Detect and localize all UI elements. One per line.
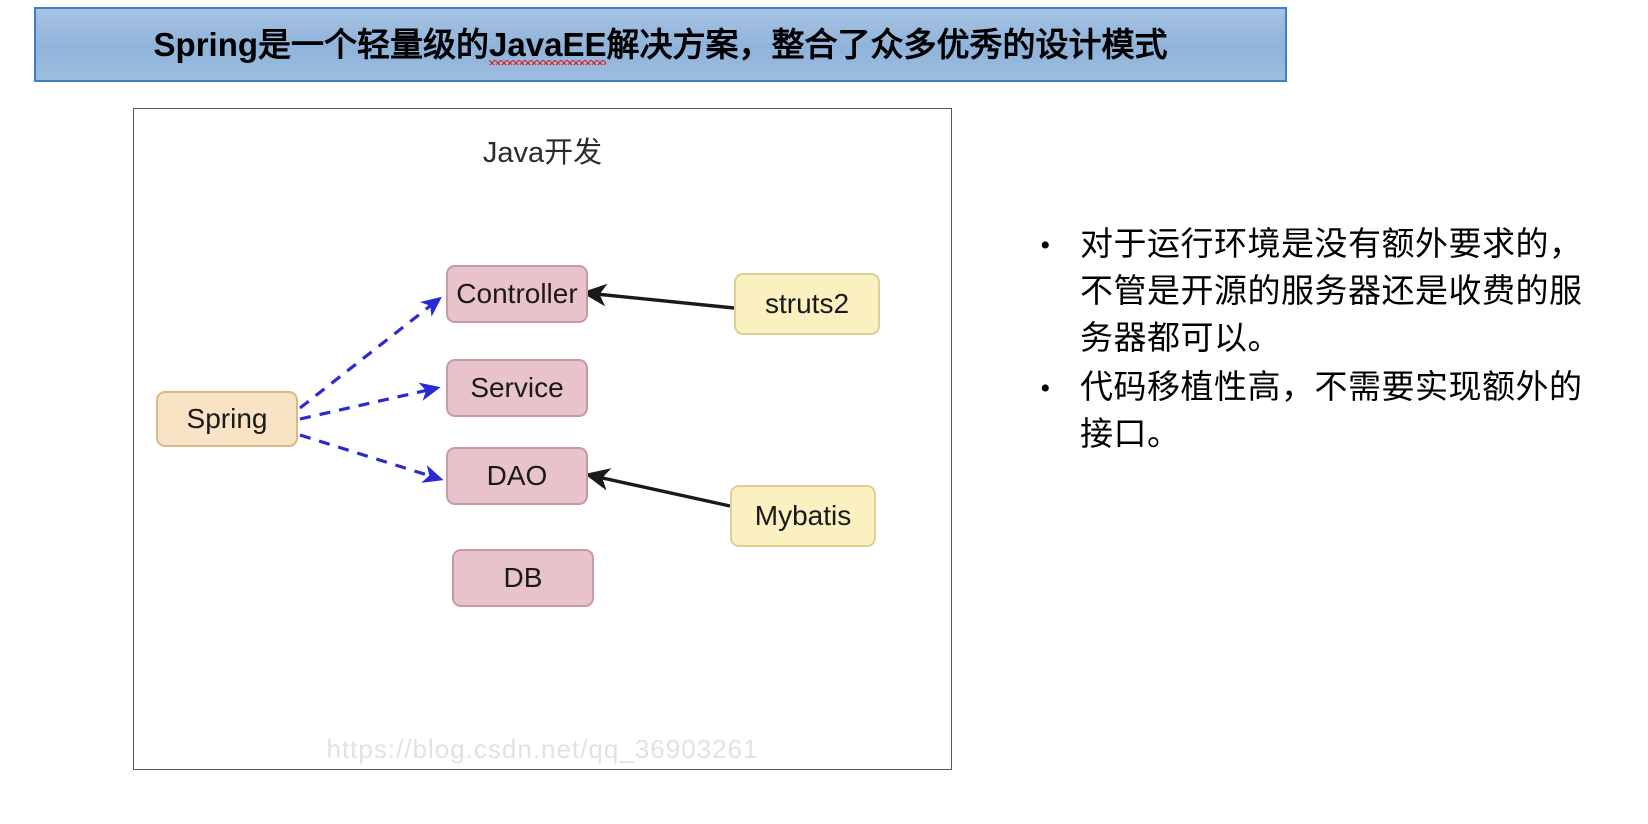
node-dao[interactable]: DAO [446,447,588,505]
bullet-text: 代码移植性高，不需要实现额外的接口。 [1080,370,1583,453]
node-mybatis[interactable]: Mybatis [730,485,876,547]
edge-spring-to-service [299,382,441,421]
list-item: • 对于运行环境是没有额外要求的，不管是开源的服务器还是收费的服务器都可以。 [1040,222,1600,363]
title-prefix: Spring是一个轻量级的 [153,26,490,63]
edge-struts2-to-controller [581,283,735,310]
node-db[interactable]: DB [452,549,594,607]
diagram-edges [299,283,735,508]
node-service[interactable]: Service [446,359,588,417]
edge-spring-to-dao [299,433,444,483]
node-spring[interactable]: Spring [156,391,298,447]
bullet-text: 对于运行环境是没有额外要求的，不管是开源的服务器还是收费的服务器都可以。 [1080,227,1583,357]
title-misspelled-word: JavaEE [489,26,607,65]
bullet-list: • 对于运行环境是没有额外要求的，不管是开源的服务器还是收费的服务器都可以。 •… [1040,222,1600,461]
diagram-heading: Java开发 [482,137,603,169]
slide-title-banner: Spring是一个轻量级的JavaEE解决方案，整合了众多优秀的设计模式 [34,7,1287,82]
title-suffix: 解决方案，整合了众多优秀的设计模式 [606,26,1168,63]
csdn-watermark: https://blog.csdn.net/qq_36903261 [326,734,759,764]
bullet-marker: • [1040,372,1051,405]
bullet-marker: • [1040,229,1051,262]
list-item: • 代码移植性高，不需要实现额外的接口。 [1040,365,1600,459]
node-controller[interactable]: Controller [446,265,588,323]
edge-spring-to-controller [299,296,442,410]
node-struts2[interactable]: struts2 [734,273,880,335]
architecture-diagram: Java开发 https://blog.csdn.net/qq_36903261… [133,108,952,770]
page-title: Spring是一个轻量级的JavaEE解决方案，整合了众多优秀的设计模式 [153,26,1168,65]
edge-mybatis-to-dao [584,468,731,508]
